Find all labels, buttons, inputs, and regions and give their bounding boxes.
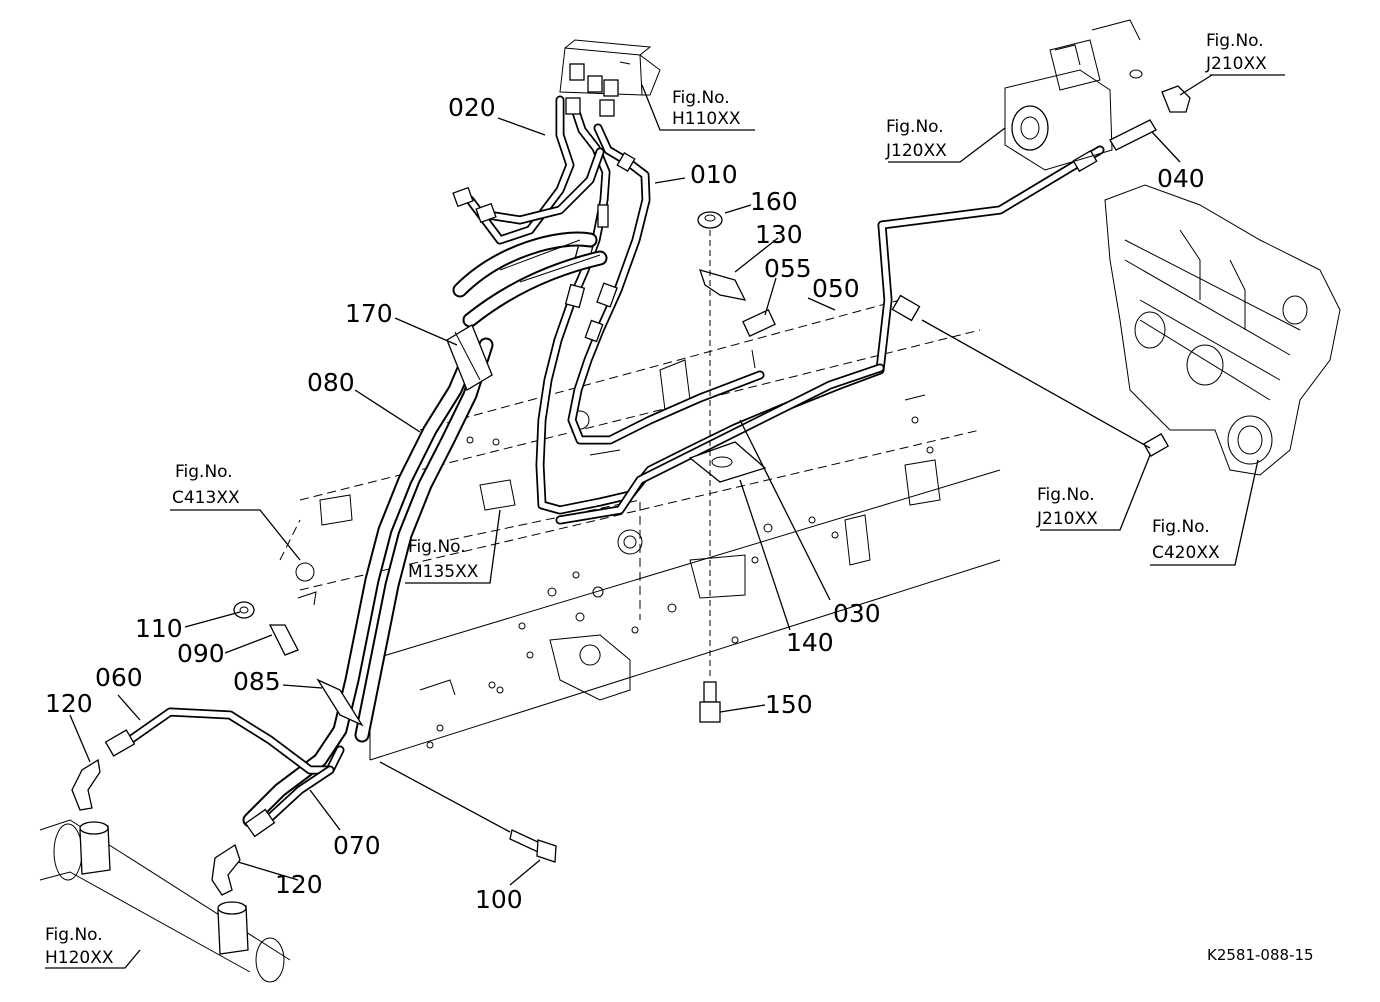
callout-140: 140 bbox=[786, 628, 834, 657]
fig-ref-m135-code: M135XX bbox=[408, 562, 479, 582]
transmission-case bbox=[1104, 184, 1341, 476]
fig-ref-c420-code: C420XX bbox=[1152, 543, 1220, 563]
fitting-090 bbox=[268, 624, 299, 656]
callout-030: 030 bbox=[833, 599, 881, 628]
clamp-170 bbox=[446, 324, 493, 391]
callout-110: 110 bbox=[135, 614, 183, 643]
fig-ref-j210-right[interactable]: Fig.No. J210XX bbox=[1036, 485, 1098, 529]
fig-ref-j210-right-label: Fig.No. bbox=[1037, 485, 1095, 505]
fig-ref-j210-top-code: J210XX bbox=[1205, 54, 1267, 74]
callout-085: 085 bbox=[233, 667, 281, 696]
spacer-055 bbox=[742, 308, 776, 369]
fig-ref-j210-top-label: Fig.No. bbox=[1206, 31, 1264, 51]
fig-ref-c413-label: Fig.No. bbox=[175, 462, 233, 482]
pipe-020-left-branch bbox=[465, 95, 605, 245]
leader-lines bbox=[45, 74, 1285, 969]
callout-010: 010 bbox=[690, 160, 738, 189]
pipe-030 bbox=[555, 363, 885, 525]
hydraulic-pump bbox=[1004, 19, 1191, 171]
callout-020: 020 bbox=[448, 93, 496, 122]
fig-ref-h120-label: Fig.No. bbox=[45, 925, 103, 945]
fig-ref-c413-code: C413XX bbox=[172, 488, 240, 508]
callout-055: 055 bbox=[764, 254, 812, 283]
bolt-100 bbox=[509, 829, 557, 863]
fig-ref-h110[interactable]: Fig.No. H110XX bbox=[672, 88, 741, 129]
washer-110 bbox=[233, 601, 255, 619]
pipe-010 bbox=[567, 123, 765, 445]
callout-090: 090 bbox=[177, 639, 225, 668]
fig-ref-m135[interactable]: Fig.No. M135XX bbox=[408, 537, 479, 582]
callout-170: 170 bbox=[345, 299, 393, 328]
fig-ref-j210-right-code: J210XX bbox=[1036, 509, 1098, 529]
clip-130 bbox=[698, 269, 747, 301]
callout-040: 040 bbox=[1157, 164, 1205, 193]
callout-120-left: 120 bbox=[45, 689, 93, 718]
callout-160: 160 bbox=[750, 187, 798, 216]
callout-130: 130 bbox=[755, 220, 803, 249]
fig-ref-c420[interactable]: Fig.No. C420XX bbox=[1152, 517, 1220, 563]
valve-connector-block bbox=[559, 39, 661, 97]
diagram-code: K2581-088-15 bbox=[1207, 946, 1314, 964]
callout-060: 060 bbox=[95, 663, 143, 692]
fig-ref-j120-label: Fig.No. bbox=[886, 117, 944, 137]
fig-ref-h120-code: H120XX bbox=[45, 948, 114, 968]
fig-ref-c420-label: Fig.No. bbox=[1152, 517, 1210, 537]
fig-ref-m135-label: Fig.No. bbox=[408, 537, 466, 557]
elbow-fitting-120-left bbox=[71, 729, 136, 811]
callout-070: 070 bbox=[333, 831, 381, 860]
grommet-160 bbox=[697, 211, 723, 229]
figure-references: Fig.No. H110XX Fig.No. J120XX Fig.No. J2… bbox=[45, 31, 1267, 968]
fig-ref-h110-code: H110XX bbox=[672, 109, 741, 129]
callout-080: 080 bbox=[307, 368, 355, 397]
fig-ref-j120[interactable]: Fig.No. J120XX bbox=[885, 117, 947, 161]
fig-ref-j210-top[interactable]: Fig.No. J210XX bbox=[1205, 31, 1267, 74]
lift-cylinder bbox=[39, 819, 291, 983]
fitting-040 bbox=[1109, 119, 1157, 151]
pipe-020 bbox=[535, 107, 1105, 515]
hose-080 bbox=[242, 231, 608, 828]
callout-150: 150 bbox=[765, 690, 813, 719]
callout-050: 050 bbox=[812, 274, 860, 303]
fig-ref-h120[interactable]: Fig.No. H120XX bbox=[45, 925, 114, 968]
callout-120-right: 120 bbox=[275, 870, 323, 899]
plate-140 bbox=[688, 441, 767, 483]
tractor-frame bbox=[279, 299, 1001, 761]
fig-ref-c413[interactable]: Fig.No. C413XX bbox=[172, 462, 240, 508]
clamp-085 bbox=[316, 678, 364, 727]
callout-100: 100 bbox=[475, 885, 523, 914]
callout-labels: 010 020 030 040 050 055 060 070 080 085 … bbox=[45, 93, 1205, 914]
pipe-fittings bbox=[452, 97, 1098, 343]
fig-ref-h110-label: Fig.No. bbox=[672, 88, 730, 108]
hose-070 bbox=[257, 765, 335, 830]
fig-ref-j120-code: J120XX bbox=[885, 141, 947, 161]
